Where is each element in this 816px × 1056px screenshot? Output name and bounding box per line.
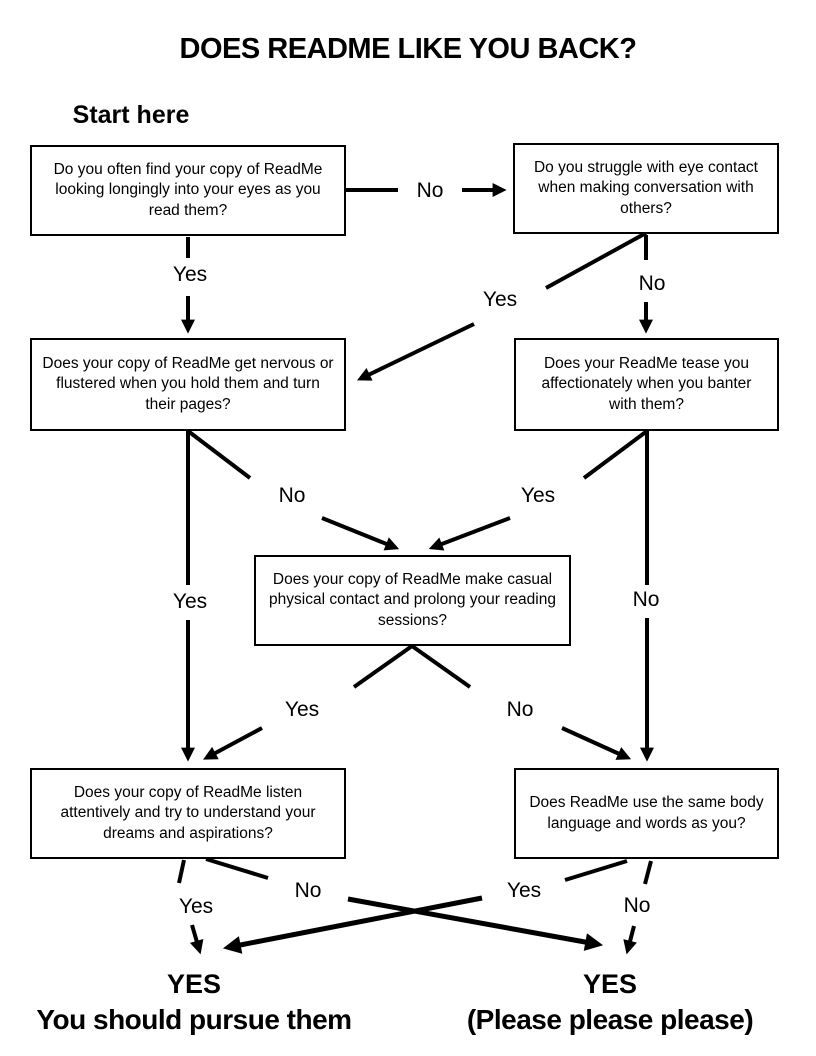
question-box-q3: Does your copy of ReadMe get nervous or …: [30, 338, 346, 431]
edge-label-q1-q2: No: [416, 179, 444, 202]
question-box-q7: Does ReadMe use the same body language a…: [514, 768, 779, 859]
start-here-label: Start here: [72, 101, 190, 129]
edge-q7-left-seg2: [222, 895, 483, 954]
edge-label-q6-result-right: No: [294, 879, 322, 902]
edge-q6-right-seg1: [205, 857, 269, 880]
edge-q5-q7-seg1: [410, 644, 472, 689]
edge-q4-q5-seg2: [428, 516, 511, 551]
edge-label-q4-q7: No: [632, 588, 660, 611]
edge-q3-q5-seg2: [321, 516, 400, 551]
question-box-q4: Does your ReadMe tease you affectionatel…: [514, 338, 779, 431]
question-box-q5: Does your copy of ReadMe make casual phy…: [254, 555, 571, 646]
edge-q2-q3-seg1: [545, 231, 647, 290]
edge-label-q5-q6: Yes: [284, 698, 320, 721]
result-left: YES You should pursue them: [4, 969, 384, 1036]
result-headline: YES: [582, 969, 638, 999]
question-box-q1: Do you often find your copy of ReadMe lo…: [30, 145, 346, 236]
edge-q5-q6-seg1: [352, 644, 414, 689]
page-title: DOES README LIKE YOU BACK?: [179, 33, 637, 65]
edge-label-q6-result-left: Yes: [178, 895, 214, 918]
edge-q6-left-seg1: [177, 859, 186, 884]
edge-q7-right-seg1: [643, 860, 653, 885]
question-text: Does your ReadMe tease you affectionatel…: [541, 354, 752, 413]
edge-q6-right-seg2: [347, 896, 604, 951]
edge-q2-q3-seg2: [356, 322, 475, 381]
edge-q4-q5-seg1: [582, 429, 649, 480]
edge-q6-left-seg2: [189, 924, 204, 955]
edge-label-q5-q7: No: [506, 698, 534, 721]
edge-label-q7-result-right: No: [623, 894, 651, 917]
result-subtitle: (Please please please): [466, 1003, 754, 1035]
edge-q5-q6-seg2: [203, 726, 263, 760]
question-box-q2: Do you struggle with eye contact when ma…: [513, 143, 779, 234]
edge-label-q3-q5: No: [278, 484, 306, 507]
question-text: Do you struggle with eye contact when ma…: [533, 158, 758, 217]
question-text: Do you often find your copy of ReadMe lo…: [53, 160, 323, 219]
edge-label-q7-result-left: Yes: [506, 879, 542, 902]
edge-label-q4-q5: Yes: [520, 484, 556, 507]
question-text: Does your copy of ReadMe get nervous or …: [42, 354, 334, 413]
question-box-q6: Does your copy of ReadMe listen attentiv…: [30, 768, 346, 859]
edge-label-q3-q6: Yes: [172, 590, 208, 613]
edge-q7-left-seg1: [564, 859, 628, 882]
edge-label-q2-q3: Yes: [482, 288, 518, 311]
result-subtitle: You should pursue them: [36, 1003, 352, 1035]
edge-q7-right-seg2: [623, 925, 637, 955]
result-headline: YES: [166, 969, 222, 999]
question-text: Does your copy of ReadMe listen attentiv…: [60, 783, 316, 842]
edge-q3-q5-seg1: [186, 429, 252, 480]
question-text: Does your copy of ReadMe make casual phy…: [269, 570, 556, 629]
question-text: Does ReadMe use the same body language a…: [529, 794, 764, 832]
edge-q5-q7-seg2: [561, 726, 632, 760]
edge-label-q1-q3: Yes: [172, 263, 208, 286]
edge-label-q2-q4: No: [638, 272, 666, 295]
result-right: YES (Please please please): [426, 969, 794, 1036]
